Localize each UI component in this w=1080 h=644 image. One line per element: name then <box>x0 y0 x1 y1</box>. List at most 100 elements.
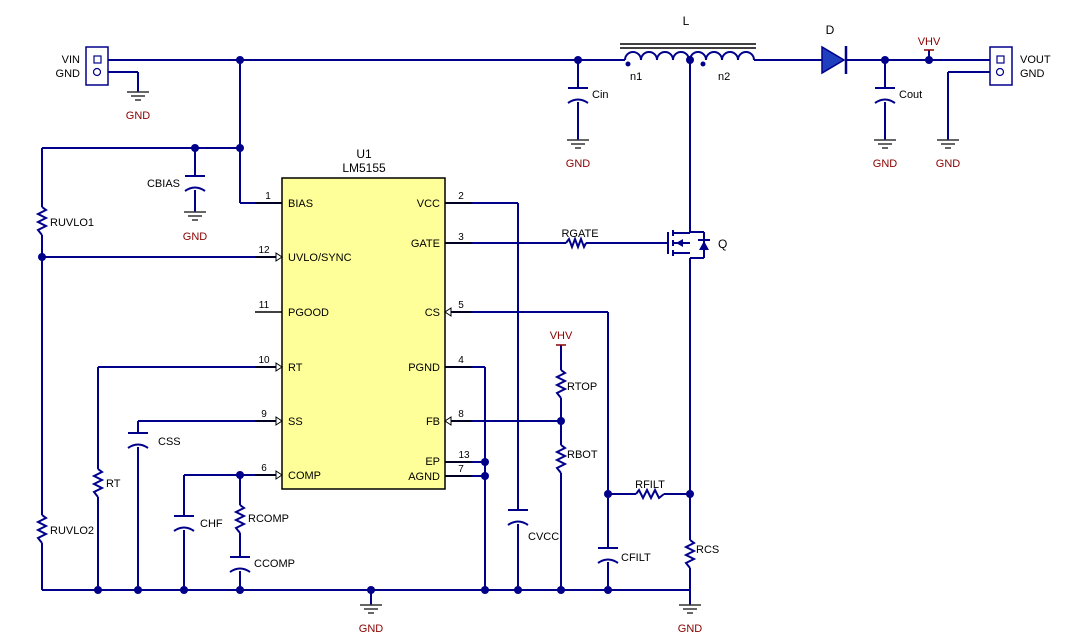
resistor-ruvlo1: RUVLO1 <box>35 206 94 236</box>
vout-connector: VOUT GND <box>989 46 1051 86</box>
gnd-label-main: GND <box>359 623 384 635</box>
vin-gnd-label: GND <box>56 68 81 80</box>
pin-name-fb: FB <box>426 416 440 428</box>
pin-num-pgnd: 4 <box>458 355 464 366</box>
winding-n2-label: n2 <box>718 71 730 83</box>
vout-label: VOUT <box>1020 54 1051 66</box>
ground-cbias <box>184 211 206 221</box>
pin-num-pgood: 11 <box>259 300 270 311</box>
resistor-rcs-label: RCS <box>696 544 719 556</box>
pin-num-vcc: 2 <box>458 191 464 202</box>
ground-main <box>360 604 382 614</box>
pin-num-fb: 8 <box>458 409 464 420</box>
resistor-rfilt-label: RFILT <box>635 479 665 491</box>
mosfet-q: Q <box>667 230 727 259</box>
capacitor-cvcc: CVCC <box>507 509 559 543</box>
resistor-rcs: RCS <box>683 539 719 569</box>
resistor-rcomp-label: RCOMP <box>248 513 289 525</box>
inductor-l: L n1 n2 <box>620 14 757 83</box>
capacitor-cin-label: Cin <box>592 89 609 101</box>
gnd-label-rcs: GND <box>678 623 703 635</box>
pin-num-uvlo: 12 <box>258 245 270 256</box>
ic-ref-label: U1 <box>356 147 372 161</box>
pin-num-cs: 5 <box>458 300 464 311</box>
resistor-ruvlo1-label: RUVLO1 <box>50 217 94 229</box>
pin-num-bias: 1 <box>265 191 271 202</box>
ground-cin <box>567 139 589 149</box>
resistor-rt-label: RT <box>106 478 121 490</box>
capacitor-cin: Cin <box>567 87 609 104</box>
mosfet-q-label: Q <box>718 237 727 251</box>
capacitor-cbias-label: CBIAS <box>147 178 180 190</box>
capacitors: Cin Cout CBIAS CSS CHF CCOMP <box>127 87 922 573</box>
resistor-ruvlo2-label: RUVLO2 <box>50 525 94 537</box>
vhv-label-fb: VHV <box>550 330 573 342</box>
pin-name-pgood: PGOOD <box>288 307 329 319</box>
capacitor-css-label: CSS <box>158 436 181 448</box>
pin-name-rt: RT <box>288 362 303 374</box>
capacitor-css: CSS <box>127 432 181 449</box>
ic-body <box>281 177 446 490</box>
vhv-label-out: VHV <box>918 36 941 48</box>
resistor-rtop-label: RTOP <box>567 381 597 393</box>
pin-name-ss: SS <box>288 416 303 428</box>
junction-dots <box>38 56 933 594</box>
pin-num-gate: 3 <box>458 232 464 243</box>
ground-vin <box>127 91 149 101</box>
pin-num-comp: 6 <box>261 463 267 474</box>
ground-symbols: GND GND GND GND GND GND GND <box>126 91 961 635</box>
pin-name-vcc: VCC <box>417 198 440 210</box>
resistor-rbot: RBOT <box>554 444 598 474</box>
capacitor-chf-label: CHF <box>200 518 223 530</box>
resistor-rtop: RTOP <box>554 369 597 399</box>
ground-vout <box>937 139 959 149</box>
capacitor-cfilt-label: CFILT <box>621 552 651 564</box>
capacitor-chf: CHF <box>173 515 223 532</box>
capacitor-ccomp-label: CCOMP <box>254 558 295 570</box>
ground-rcs <box>679 604 701 614</box>
diode-d: D <box>821 23 848 75</box>
resistors: RUVLO1 RUVLO2 RT RCOMP RTOP RBOT RCS RG <box>35 206 719 569</box>
gnd-label-cbias: GND <box>183 231 208 243</box>
inductor-l-label: L <box>683 14 690 28</box>
resistor-rfilt: RFILT <box>635 479 665 501</box>
ic-part-label: LM5155 <box>342 161 386 175</box>
capacitor-cout: Cout <box>874 87 922 104</box>
gnd-label-cout: GND <box>873 158 898 170</box>
capacitor-cbias: CBIAS <box>147 175 206 192</box>
pin-name-pgnd: PGND <box>408 362 440 374</box>
pin-name-gate: GATE <box>411 238 440 250</box>
diode-d-label: D <box>826 23 835 37</box>
ic-u1: U1 LM5155 1 12 11 10 9 6 2 3 5 4 <box>255 147 472 490</box>
pin-name-agnd: AGND <box>408 471 440 483</box>
pin-num-agnd: 7 <box>458 464 464 475</box>
gnd-label-cin: GND <box>566 158 591 170</box>
winding-n1-label: n1 <box>630 71 642 83</box>
pin-name-uvlo: UVLO/SYNC <box>288 252 352 264</box>
pin-name-comp: COMP <box>288 470 321 482</box>
gnd-label-vout: GND <box>936 158 961 170</box>
vin-label: VIN <box>62 54 80 66</box>
gnd-label-vin: GND <box>126 110 151 122</box>
pin-num-rt: 10 <box>258 355 270 366</box>
capacitor-cfilt: CFILT <box>597 547 651 564</box>
pin-name-ep: EP <box>425 456 440 468</box>
vout-gnd-label: GND <box>1020 68 1045 80</box>
resistor-rbot-label: RBOT <box>567 449 598 461</box>
vin-connector: VIN GND <box>56 46 109 86</box>
capacitor-ccomp: CCOMP <box>229 556 295 573</box>
wires <box>41 50 990 605</box>
capacitor-cout-label: Cout <box>899 89 922 101</box>
ground-cout <box>874 139 896 149</box>
vhv-net-fb: VHV <box>550 330 573 346</box>
pin-name-bias: BIAS <box>288 198 313 210</box>
resistor-rgate: RGATE <box>561 228 599 250</box>
resistor-rcomp: RCOMP <box>233 504 289 534</box>
resistor-rt: RT <box>91 468 121 498</box>
pin-name-cs: CS <box>425 307 440 319</box>
pin-num-ep: 13 <box>458 450 470 461</box>
resistor-rgate-label: RGATE <box>561 228 598 240</box>
pin-num-ss: 9 <box>261 409 267 420</box>
capacitor-cvcc-label: CVCC <box>528 531 559 543</box>
